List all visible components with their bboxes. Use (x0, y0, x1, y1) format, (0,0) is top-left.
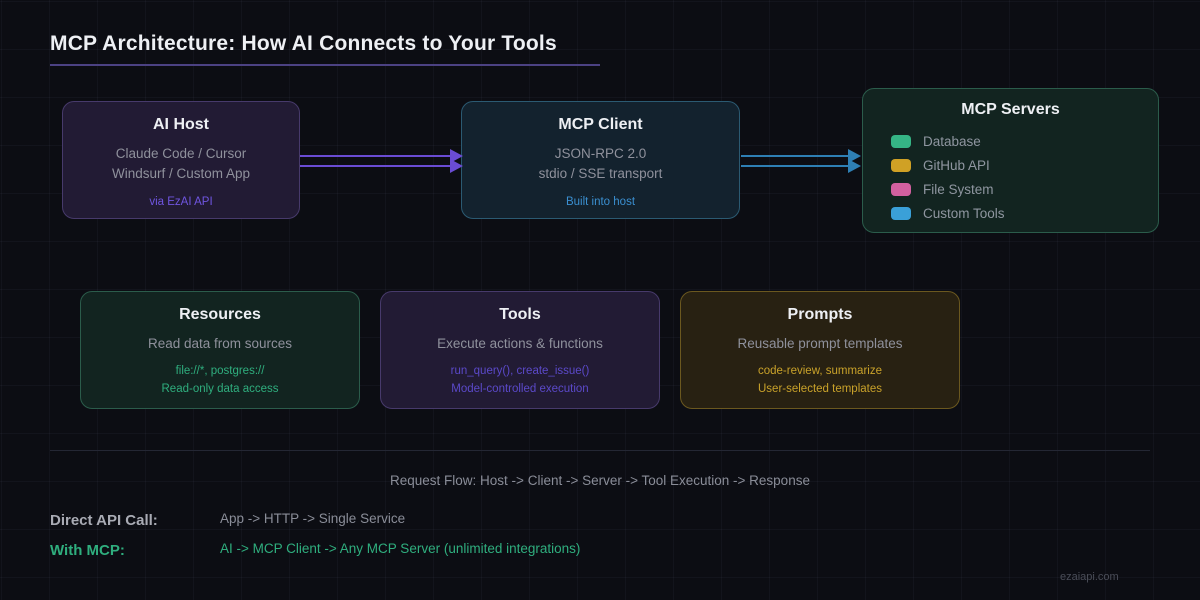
with-mcp-label: With MCP: (50, 542, 125, 559)
github-api-swatch-icon (891, 158, 911, 172)
mcp-client-line2: stdio / SSE transport (538, 166, 663, 181)
section-divider (50, 450, 1150, 451)
page-title: MCP Architecture: How AI Connects to You… (50, 32, 557, 55)
mcp-client-box: MCP Client JSON-RPC 2.0 stdio / SSE tran… (461, 101, 740, 219)
custom-tools-swatch-icon (891, 206, 911, 220)
ai-host-note: via EzAI API (149, 196, 213, 208)
host-to-client-arrow (300, 149, 463, 173)
ai-host-title: AI Host (153, 116, 209, 133)
direct-api-call-value: App -> HTTP -> Single Service (220, 511, 406, 526)
resources-note2: Read-only data access (161, 383, 279, 395)
direct-api-call-label: Direct API Call: (50, 512, 158, 529)
mcp-client-title: MCP Client (558, 116, 643, 133)
tools-note2: Model-controlled execution (451, 383, 589, 395)
tools-note1: run_query(), create_issue() (450, 365, 590, 377)
mcp-client-note: Built into host (565, 196, 636, 208)
ai-host-line1: Claude Code / Cursor (115, 146, 247, 161)
legend-item-file-system: File System (891, 177, 1005, 201)
mcp-client-line1: JSON-RPC 2.0 (554, 146, 647, 161)
mcp-servers-box: MCP Servers Database GitHub API File Sys… (862, 88, 1159, 233)
client-to-server-arrow (741, 149, 861, 173)
legend-item-github-api: GitHub API (891, 153, 1005, 177)
resources-title: Resources (179, 306, 261, 323)
prompts-box: Prompts Reusable prompt templates code-r… (680, 291, 960, 409)
prompts-title: Prompts (787, 306, 853, 323)
resources-box: Resources Read data from sources file://… (80, 291, 360, 409)
legend-label: GitHub API (923, 157, 990, 173)
resources-desc: Read data from sources (147, 336, 293, 351)
ai-host-line2: Windsurf / Custom App (111, 166, 251, 181)
database-swatch-icon (891, 134, 911, 148)
ai-host-box: AI Host Claude Code / Cursor Windsurf / … (62, 101, 300, 219)
legend-label: Custom Tools (923, 205, 1005, 221)
mcp-servers-legend: Database GitHub API File System Custom T… (891, 129, 1005, 225)
prompts-note2: User-selected templates (758, 383, 882, 395)
watermark: ezaiapi.com (1060, 571, 1119, 583)
prompts-desc: Reusable prompt templates (737, 336, 903, 351)
tools-title: Tools (499, 306, 541, 323)
title-underline (50, 64, 600, 66)
tools-box: Tools Execute actions & functions run_qu… (380, 291, 660, 409)
mcp-servers-title: MCP Servers (961, 101, 1060, 118)
legend-label: File System (923, 181, 994, 197)
resources-note1: file://*, postgres:// (175, 365, 265, 377)
request-flow-text: Request Flow: Host -> Client -> Server -… (390, 473, 810, 488)
prompts-note1: code-review, summarize (758, 365, 882, 377)
file-system-swatch-icon (891, 182, 911, 196)
legend-item-database: Database (891, 129, 1005, 153)
with-mcp-value: AI -> MCP Client -> Any MCP Server (unli… (220, 541, 581, 556)
legend-label: Database (923, 133, 981, 149)
tools-desc: Execute actions & functions (437, 336, 603, 351)
legend-item-custom-tools: Custom Tools (891, 201, 1005, 225)
